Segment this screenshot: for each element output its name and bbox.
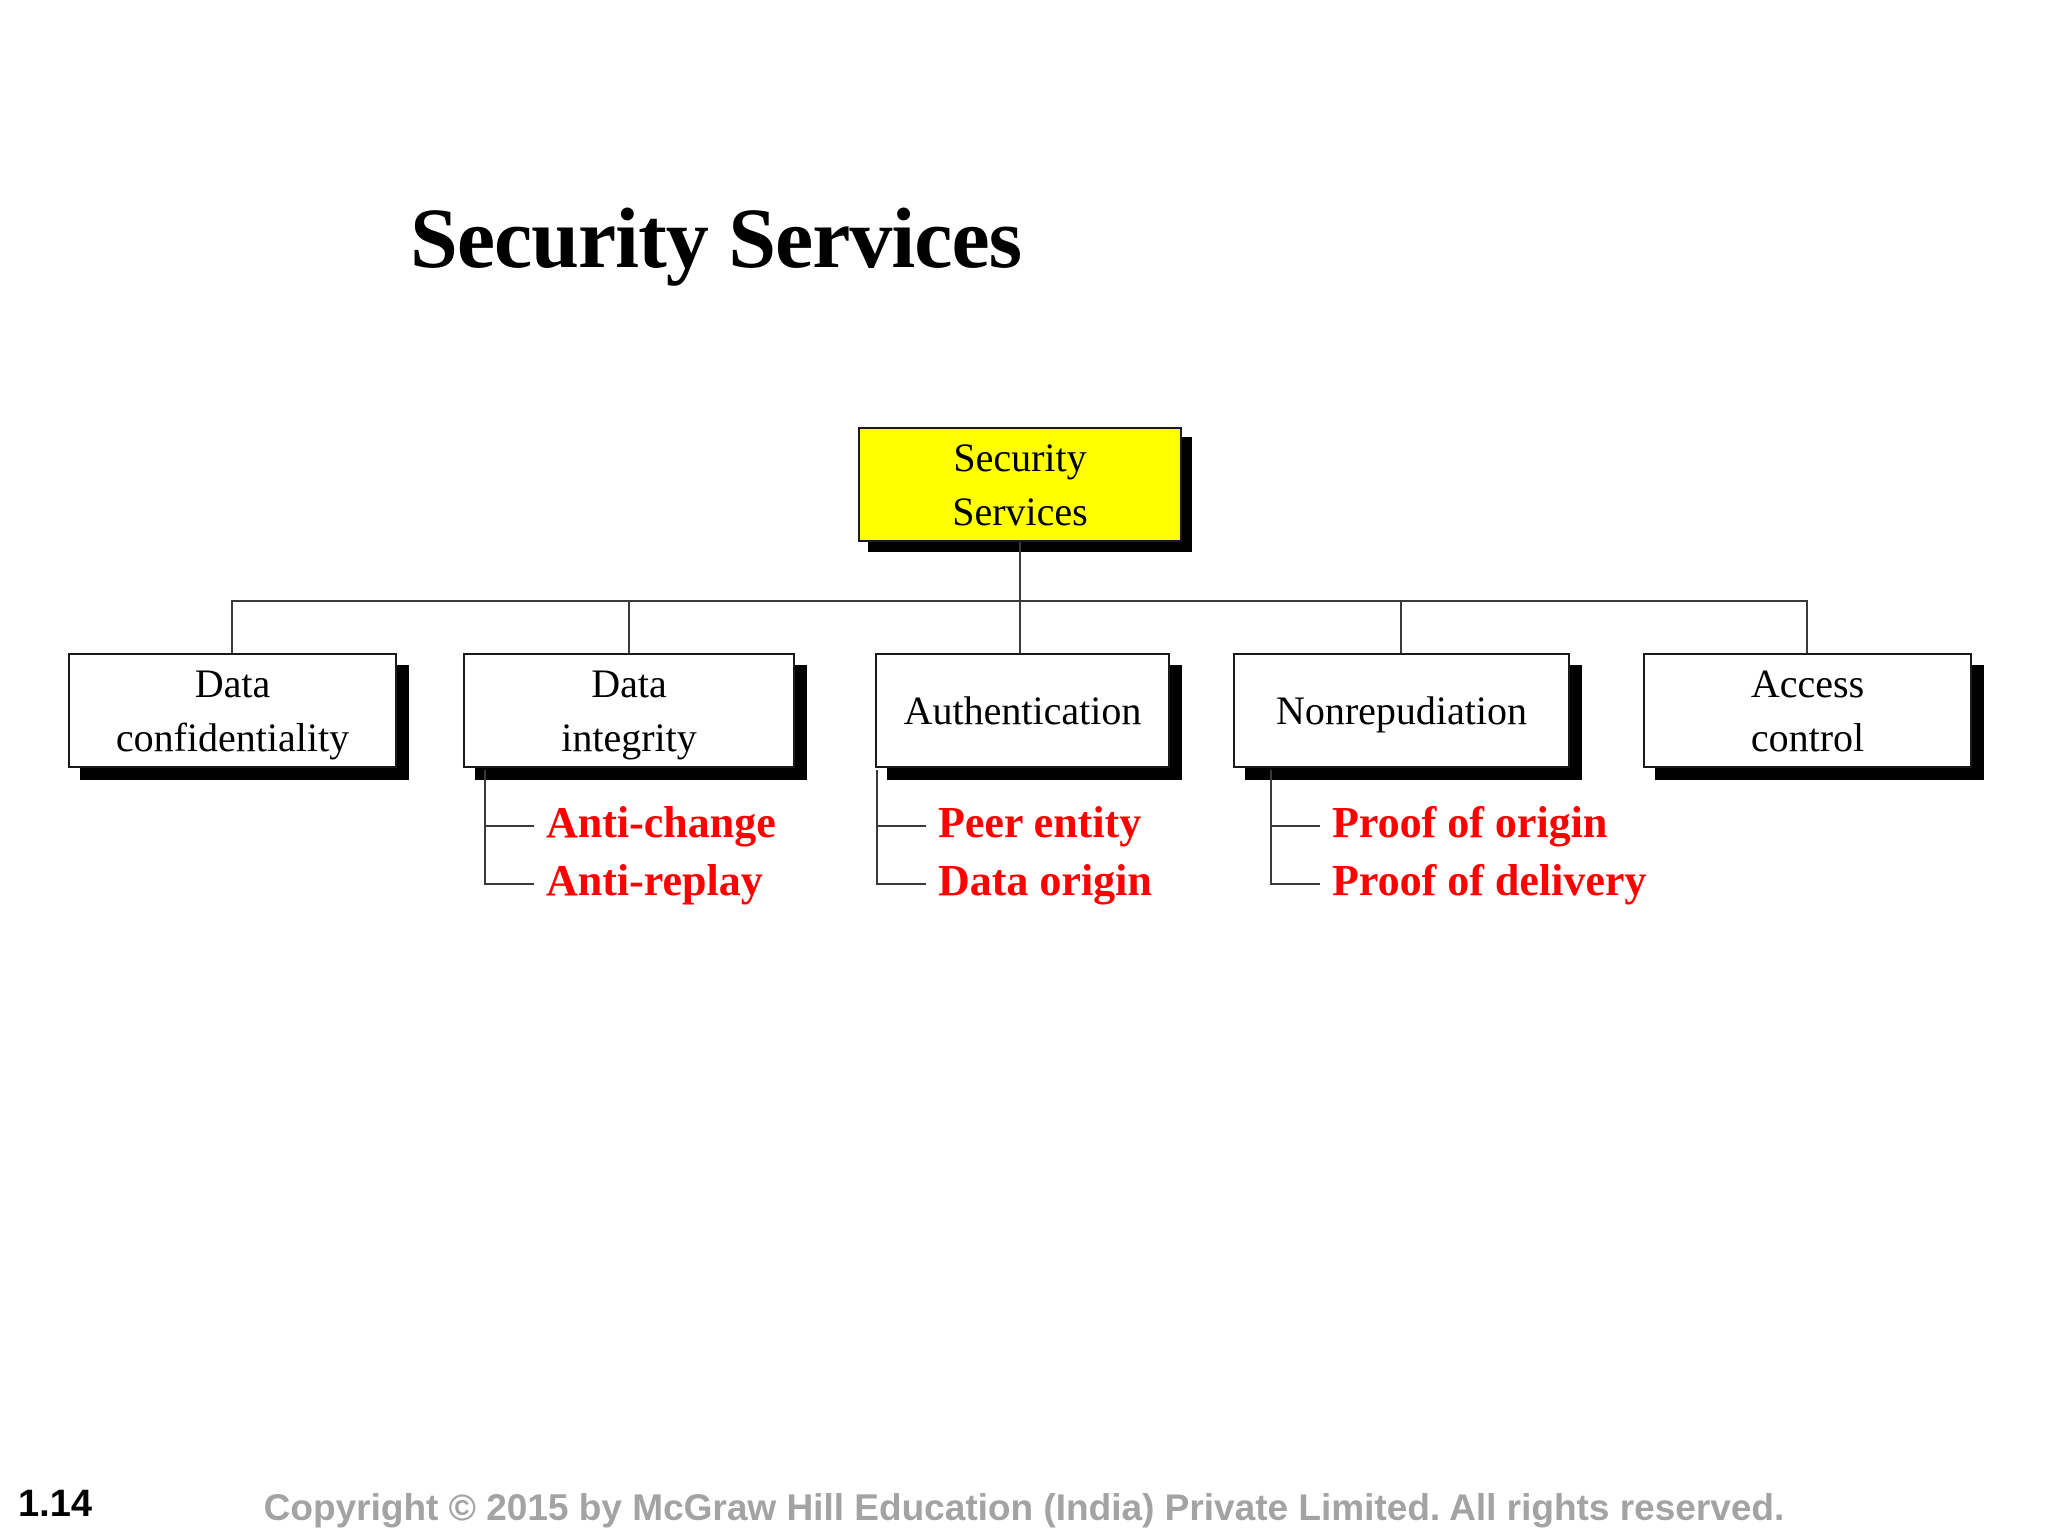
subtree-line-data-integrity bbox=[484, 770, 486, 885]
child-box-line: Data bbox=[194, 660, 271, 706]
connector-drop-access-control bbox=[1806, 600, 1808, 653]
sub-item-proof-of-delivery: Proof of delivery bbox=[1332, 856, 1647, 905]
sub-item-anti-change: Anti-change bbox=[546, 798, 776, 847]
child-box-data-confidentiality: Data confidentiality bbox=[68, 653, 397, 768]
child-box-line: Nonrepudiation bbox=[1275, 687, 1528, 733]
child-box-line: Access bbox=[1750, 660, 1865, 706]
child-box-authentication: Authentication bbox=[875, 653, 1170, 768]
connector-drop-data-confidentiality bbox=[231, 600, 233, 653]
child-box-line: confidentiality bbox=[115, 714, 350, 760]
child-box-data-integrity: Data integrity bbox=[463, 653, 795, 768]
child-box-access-control: Access control bbox=[1643, 653, 1972, 768]
connector-root-drop bbox=[1019, 542, 1021, 653]
subtree-line-nonrepudiation bbox=[1270, 770, 1272, 885]
child-box-line: integrity bbox=[561, 714, 697, 760]
subtree-tick-proof-of-delivery bbox=[1270, 883, 1320, 885]
slide-title: Security Services bbox=[410, 190, 1022, 286]
subtree-line-authentication bbox=[876, 770, 878, 885]
copyright-footer: Copyright © 2015 by McGraw Hill Educatio… bbox=[263, 1487, 1785, 1528]
sub-item-peer-entity: Peer entity bbox=[938, 798, 1142, 847]
child-box-line: control bbox=[1750, 714, 1865, 760]
subtree-tick-data-origin bbox=[876, 883, 926, 885]
subtree-tick-anti-change bbox=[484, 825, 534, 827]
child-box-line: Data bbox=[591, 660, 667, 706]
subtree-tick-anti-replay bbox=[484, 883, 534, 885]
subtree-tick-peer-entity bbox=[876, 825, 926, 827]
connector-drop-data-integrity bbox=[628, 600, 630, 653]
connector-horizontal-bus bbox=[231, 600, 1808, 602]
connector-drop-nonrepudiation bbox=[1400, 600, 1402, 653]
sub-item-data-origin: Data origin bbox=[938, 856, 1152, 905]
sub-item-anti-replay: Anti-replay bbox=[546, 856, 763, 905]
child-box-line: Authentication bbox=[903, 687, 1142, 733]
root-box-line2: Services bbox=[952, 488, 1088, 534]
subtree-tick-proof-of-origin bbox=[1270, 825, 1320, 827]
root-box-security-services: Security Services bbox=[858, 427, 1182, 542]
root-box-line1: Security bbox=[953, 434, 1087, 480]
child-box-nonrepudiation: Nonrepudiation bbox=[1233, 653, 1570, 768]
sub-item-proof-of-origin: Proof of origin bbox=[1332, 798, 1608, 847]
page-number: 1.14 bbox=[18, 1483, 92, 1525]
